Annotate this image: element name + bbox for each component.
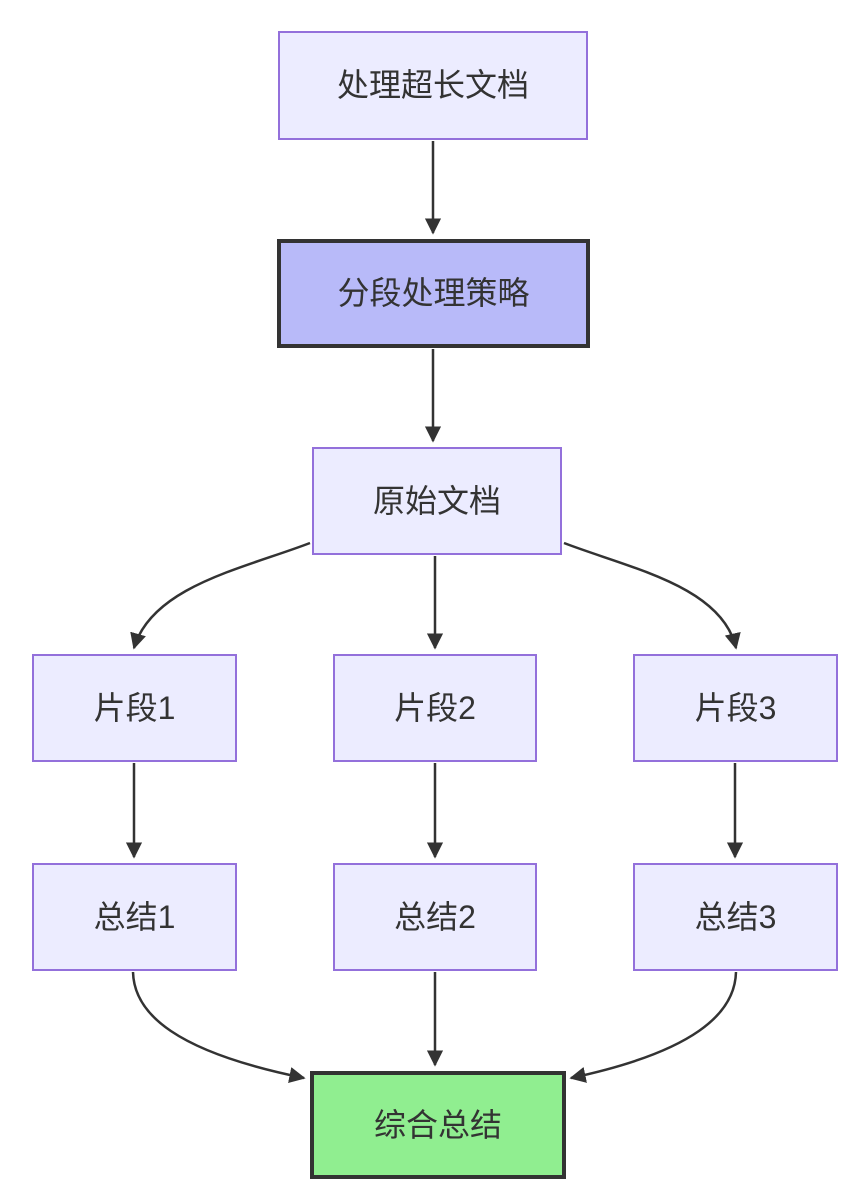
edge-summary-1-to-final-summary xyxy=(131,971,306,1084)
flowchart-node-summary-3: 总结3 xyxy=(633,863,838,971)
edge-original-doc-to-fragment-1 xyxy=(130,541,311,650)
flowchart-node-final-summary: 综合总结 xyxy=(310,1071,566,1179)
flowchart-node-fragment-2: 片段2 xyxy=(333,654,537,762)
flowchart-node-fragment-1: 片段1 xyxy=(32,654,237,762)
edge-summary-3-to-final-summary xyxy=(569,971,738,1083)
flowchart-node-original-doc: 原始文档 xyxy=(312,447,562,555)
edge-layer xyxy=(125,141,744,1084)
flowchart-node-summary-1: 总结1 xyxy=(32,863,237,971)
flowchart-node-process-long-doc: 处理超长文档 xyxy=(278,31,588,140)
flowchart-node-summary-2: 总结2 xyxy=(333,863,537,971)
flowchart-node-fragment-3: 片段3 xyxy=(633,654,838,762)
flowchart-node-segmentation-strategy: 分段处理策略 xyxy=(277,239,590,348)
edge-original-doc-to-fragment-3 xyxy=(563,541,741,650)
